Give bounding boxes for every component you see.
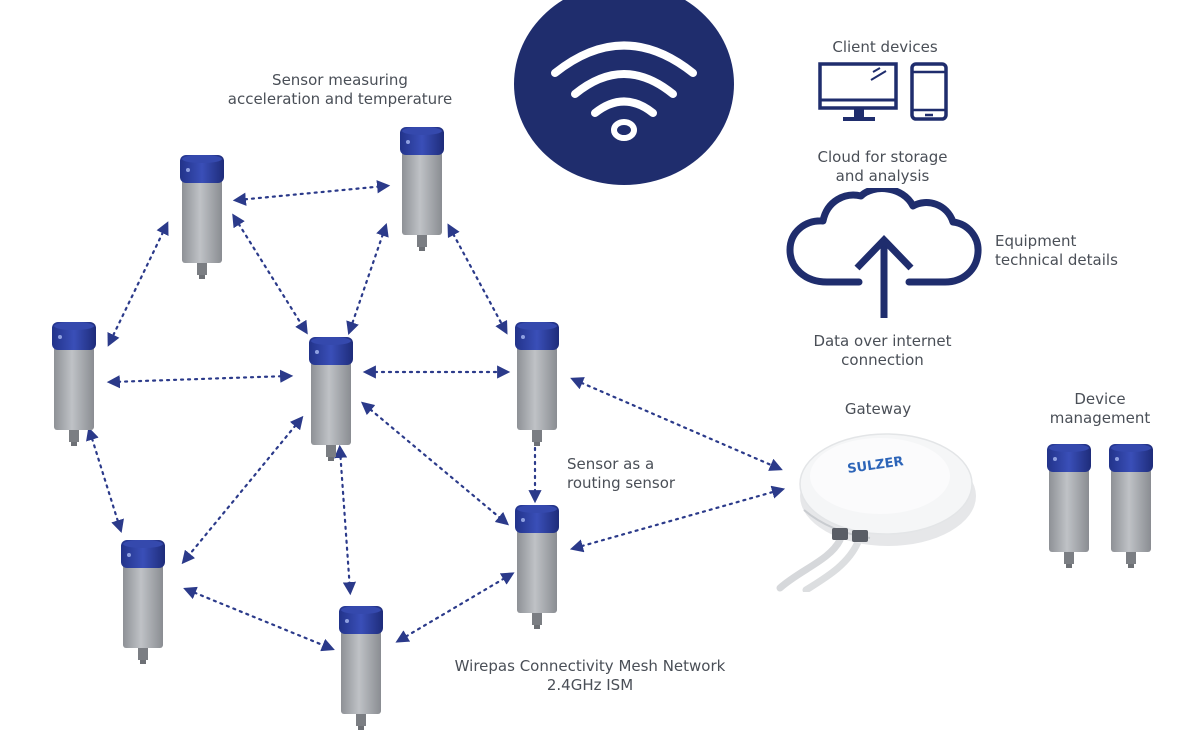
sensor-node-d <box>309 337 353 463</box>
label-data-internet: Data over internet connection <box>813 332 952 369</box>
mesh-link-1 <box>232 180 391 206</box>
mesh-link-9 <box>181 415 304 565</box>
mesh-link-4 <box>346 223 389 335</box>
sensor-node-c <box>52 322 96 448</box>
managed-sensor-2 <box>1109 444 1153 570</box>
sensor-node-e <box>515 322 559 448</box>
sensor-node-f <box>121 540 165 666</box>
sensor-node-b <box>400 127 444 253</box>
mesh-link-2 <box>107 221 169 347</box>
mesh-link-6 <box>106 369 294 389</box>
mesh-link-5 <box>447 223 508 335</box>
label-gateway: Gateway <box>844 400 912 418</box>
mesh-link-16 <box>569 485 786 553</box>
label-mesh-network: Wirepas Connectivity Mesh Network 2.4GHz… <box>454 657 726 694</box>
sensor-node-g <box>515 505 559 631</box>
mesh-link-15 <box>570 377 783 471</box>
managed-sensor-1 <box>1047 444 1091 570</box>
mesh-link-14 <box>395 572 515 643</box>
label-sensor-measuring: Sensor measuring acceleration and temper… <box>227 71 453 108</box>
wifi-icon <box>514 0 734 185</box>
sensor-node-a <box>180 155 224 281</box>
mesh-link-13 <box>183 586 335 652</box>
cloud-upload-icon <box>786 188 982 318</box>
sensor-node-h <box>339 606 383 732</box>
label-routing-sensor: Sensor as a routing sensor <box>567 455 676 492</box>
mesh-link-3 <box>232 213 308 335</box>
label-client-devices: Client devices <box>832 38 938 56</box>
smartphone-icon <box>910 62 948 121</box>
desktop-monitor-icon <box>818 62 898 121</box>
label-device-management: Device management <box>1049 390 1151 427</box>
gateway-device: SULZER <box>776 433 976 592</box>
mesh-link-11 <box>360 401 510 526</box>
mesh-link-12 <box>333 444 357 596</box>
label-cloud: Cloud for storage and analysis <box>817 148 948 185</box>
label-equipment: Equipment technical details <box>995 232 1118 269</box>
mesh-link-10 <box>86 426 124 534</box>
